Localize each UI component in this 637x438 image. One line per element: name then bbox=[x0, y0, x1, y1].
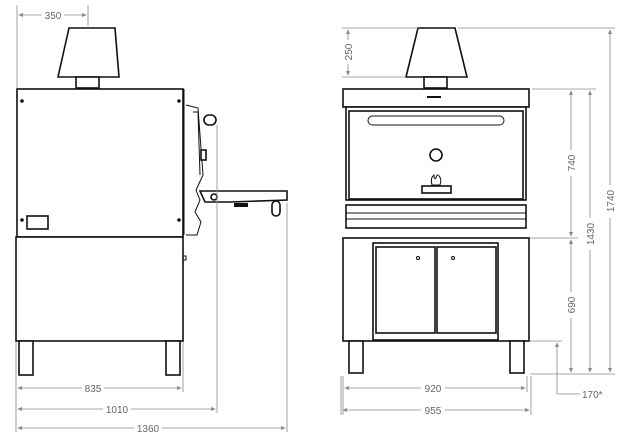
side-upper-body bbox=[16, 88, 184, 238]
front-leg-left bbox=[348, 340, 364, 374]
flame-logo-icon bbox=[430, 173, 442, 186]
side-vent bbox=[26, 215, 49, 230]
front-view bbox=[342, 27, 530, 374]
front-dimensions: 250 740 690 1430 1740 170* 920 955 bbox=[340, 27, 617, 417]
dim-170: 170* bbox=[582, 390, 603, 401]
side-view bbox=[15, 27, 288, 376]
dim-350: 350 bbox=[45, 11, 62, 22]
dim-955: 955 bbox=[425, 406, 442, 417]
dim-835: 835 bbox=[85, 384, 102, 395]
brand-plate bbox=[421, 185, 452, 194]
dim-1740: 1740 bbox=[606, 189, 617, 212]
dim-740: 740 bbox=[567, 154, 578, 171]
side-lower-body bbox=[15, 236, 184, 342]
thermometer-dial bbox=[429, 148, 443, 162]
side-door-mechanism bbox=[183, 89, 204, 236]
screw-icon bbox=[177, 99, 181, 103]
front-hood bbox=[404, 27, 469, 78]
screw-icon bbox=[177, 218, 181, 222]
front-drawer bbox=[345, 204, 527, 229]
tray-pivot bbox=[210, 193, 218, 201]
tray-handle bbox=[271, 200, 281, 217]
screw-icon bbox=[20, 218, 24, 222]
cabinet-door-left bbox=[375, 246, 436, 334]
dim-250: 250 bbox=[344, 43, 355, 60]
damper-handle bbox=[427, 96, 441, 98]
side-dimensions: 350 835 1010 1360 bbox=[15, 5, 288, 435]
side-door-handle bbox=[203, 114, 217, 126]
dim-920: 920 bbox=[425, 384, 442, 395]
side-tray bbox=[198, 190, 288, 203]
screw-icon bbox=[20, 99, 24, 103]
side-hood bbox=[57, 27, 120, 78]
front-leg-right bbox=[509, 340, 525, 374]
tray-bracket bbox=[234, 203, 248, 207]
side-chimney bbox=[75, 76, 100, 89]
oven-door-handle bbox=[367, 115, 505, 126]
door-knob-icon bbox=[416, 256, 420, 260]
door-knob-icon bbox=[451, 256, 455, 260]
dim-690: 690 bbox=[567, 296, 578, 313]
dim-1010: 1010 bbox=[106, 405, 129, 416]
dim-1360: 1360 bbox=[137, 424, 160, 435]
cabinet-door-right bbox=[436, 246, 497, 334]
dim-1430: 1430 bbox=[586, 222, 597, 245]
side-latch bbox=[182, 255, 187, 261]
side-leg-left bbox=[18, 340, 34, 376]
side-door-lever bbox=[200, 149, 207, 161]
front-chimney bbox=[423, 76, 448, 89]
side-leg-right bbox=[165, 340, 181, 376]
